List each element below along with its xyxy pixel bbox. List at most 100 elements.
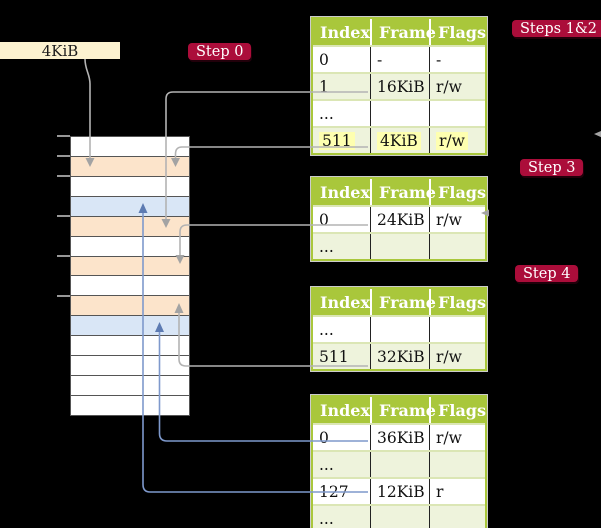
cell-index: ... [319,104,334,123]
memory-frame-row [71,276,189,297]
table-header-row: Index Frame Flags [313,397,486,423]
cell-frame [370,101,429,126]
memory-tick [57,135,70,137]
cell-frame: - [370,47,429,72]
cell-flags: r/w [429,74,485,99]
memory-frame-row [71,296,189,317]
column-header-frame: Frame [370,397,436,423]
cell-frame: 24KiB [370,207,429,232]
memory-frame-row [71,176,189,197]
table-row: 0 - - [313,45,485,72]
badge-step4-label: Step 4 [523,265,571,282]
column-header-index: Index [320,22,371,42]
badge-step4: Step 4 [515,265,579,282]
highlighted-value: 511 [319,131,355,150]
memory-tick [57,215,70,217]
table-row: 511 32KiB r/w [313,342,485,369]
table-header-row: Index Frame Flags [313,179,486,205]
column-header-flags: Flags [429,289,486,315]
table-row: 0 36KiB r/w [313,423,485,450]
badge-step0: Step 0 [188,43,252,60]
memory-frame-row [71,196,189,217]
cell-index: ... [319,320,334,339]
badge-steps12: Steps 1&2 [512,20,601,37]
cell-index: 0 [319,50,329,69]
column-header-frame: Frame [370,289,436,315]
column-header-flags: Flags [429,19,486,45]
table-row: ... [313,504,485,528]
column-header-index: Index [320,400,371,420]
cell-index: 511 [313,128,370,153]
cell-index: ... [319,509,334,528]
badge-step0-label: Step 0 [196,43,244,60]
column-header-index: Index [320,182,371,202]
column-header-index: Index [320,292,371,312]
memory-tick [57,295,70,297]
cell-frame [370,452,429,477]
page-table-level4: Index Frame Flags 0 - - 1 16KiB r/w ... … [310,16,488,156]
cell-frame [370,234,429,259]
cell-flags: - [429,47,485,72]
memory-tick [57,175,70,177]
cell-flags [429,506,485,528]
cell-flags [429,452,485,477]
cell-index: ... [319,237,334,256]
page-table-level3: Index Frame Flags 0 24KiB r/w ... [310,176,488,262]
highlighted-value: r/w [436,131,468,150]
table-row: 1 16KiB r/w [313,72,485,99]
memory-tick [57,155,70,157]
cell-index: 511 [319,347,349,366]
table-row: ... [313,315,485,342]
memory-tick [57,255,70,257]
cell-flags [429,234,485,259]
physical-memory-column [70,136,190,416]
memory-frame-row [71,316,189,337]
cell-flags [429,101,485,126]
column-header-flags: Flags [429,179,486,205]
cell-frame: 4KiB [370,128,429,153]
memory-frame-row [71,236,189,257]
column-header-flags: Flags [429,397,486,423]
cell-index: 0 [319,428,329,447]
frame-label-box: 4KiB [0,41,120,60]
memory-frame-row [71,256,189,277]
cell-frame: 16KiB [370,74,429,99]
cell-frame: 36KiB [370,425,429,450]
cell-flags: r [429,479,485,504]
page-table-level1: Index Frame Flags 0 36KiB r/w ... 127 12… [310,394,488,528]
badge-steps12-label: Steps 1&2 [520,20,598,37]
memory-frame-row [71,137,189,157]
memory-frame-row [71,356,189,377]
table-row: 127 12KiB r [313,477,485,504]
table-header-row: Index Frame Flags [313,19,486,45]
column-header-frame: Frame [370,19,436,45]
table-row: ... [313,232,485,259]
cell-frame [370,317,429,342]
cell-frame: 12KiB [370,479,429,504]
badge-step3-label: Step 3 [528,159,576,176]
cell-index: 0 [319,210,329,229]
memory-frame-row [71,376,189,396]
arrowhead-left-stub [594,130,601,138]
memory-frame-row [71,216,189,237]
frame-label: 4KiB [41,41,79,60]
cell-flags: r/w [429,344,485,369]
table-row: ... [313,450,485,477]
cell-flags [429,317,485,342]
cell-frame: 32KiB [370,344,429,369]
page-table-level2: Index Frame Flags ... 511 32KiB r/w [310,286,488,372]
cell-flags: r/w [429,207,485,232]
memory-frame-row [71,336,189,357]
memory-frame-row [71,395,189,415]
highlighted-value: 4KiB [377,131,421,150]
cell-index: 127 [319,482,349,501]
column-header-frame: Frame [370,179,436,205]
cell-index: 1 [319,77,329,96]
cell-flags: r/w [429,425,485,450]
table-row-recursive-entry: 511 4KiB r/w [313,126,485,153]
table-row: 0 24KiB r/w [313,205,485,232]
cell-flags: r/w [429,128,485,153]
table-row: ... [313,99,485,126]
cell-index: ... [319,455,334,474]
